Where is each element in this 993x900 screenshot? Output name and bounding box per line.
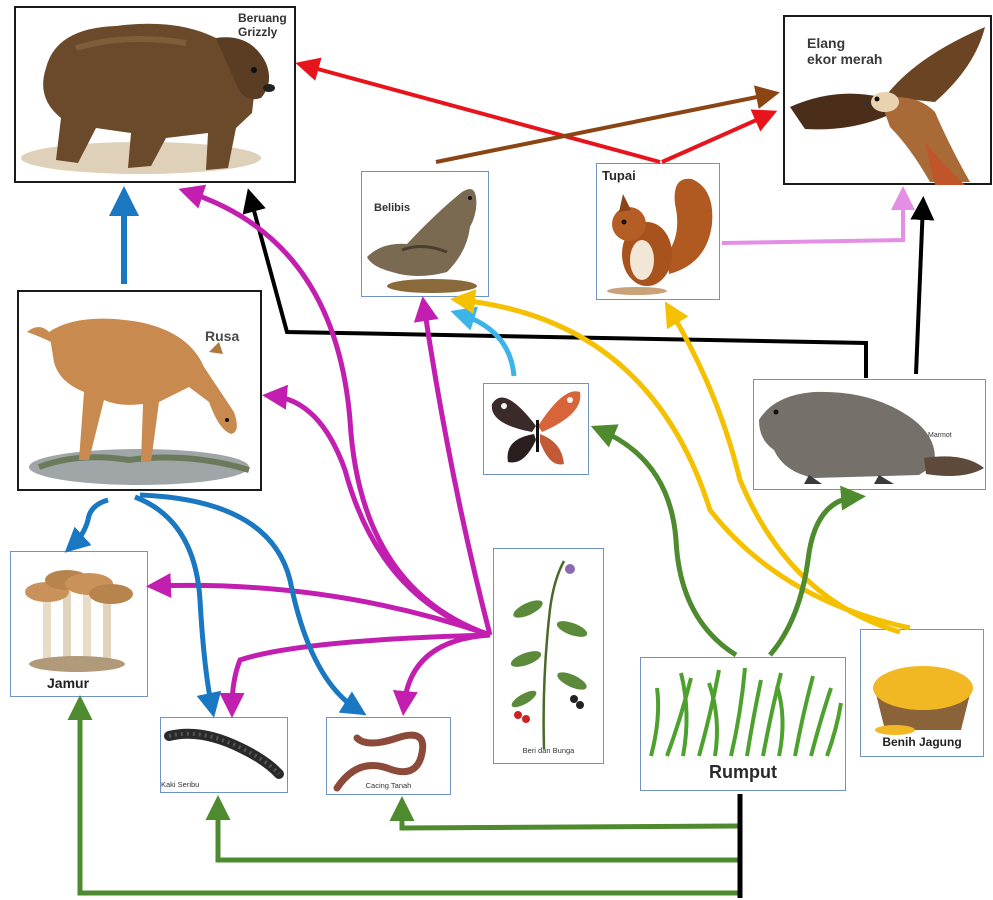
grouse-card: Belibis [361,171,489,297]
millipede-card: Kaki Seribu [160,717,288,793]
arrow-grass-to-marmot [768,485,866,657]
millipede-label: Kaki Seribu [161,780,200,789]
arrow-grass-to-butterfly [590,424,738,658]
grouse-label: Belibis [374,202,411,214]
corn-illustration [873,666,973,735]
arrow-marmot-to-hawk [910,196,935,375]
mushroom-card: Jamur [10,551,148,697]
arrow-berries-to-deer [262,384,491,638]
squirrel-label: Tupai [602,168,636,183]
arrow-berries-to-mushroom [146,572,491,638]
butterfly-card [483,383,589,475]
marmot-label: Marmot [928,432,952,439]
mushroom-label: Jamur [47,675,90,691]
arrow-squirrel-to-hawk [661,109,778,164]
earthworm-label: Cacing Tanah [365,781,412,790]
deer-card: Rusa [17,290,262,491]
arrow-marmot-to-bear [242,188,868,378]
arrow-berries-to-grouse [413,296,493,636]
squirrel-card: Tupai [596,163,720,300]
grass-label: Rumput [709,762,777,782]
arrow-squirrel-to-bear [295,57,661,164]
grouse-illustration [367,188,477,293]
arrow-squirrel-to-hawk-violet [721,186,915,245]
corn-label: Benih Jagung [882,735,962,749]
marmot-illustration [759,391,984,484]
arrow-grass-to-millipede [205,795,738,863]
mushroom-illustration [25,570,133,672]
earthworm-card: Cacing Tanah [326,717,451,795]
bear-illustration [21,23,275,174]
arrow-deer-to-mushroom [64,497,109,553]
arrow-grouse-to-hawk [435,85,780,164]
arrow-berries-to-earthworm [392,632,491,716]
arrow-butterfly-to-grouse [450,306,517,377]
berries-label: Beri dan Bunga [522,746,575,755]
corn-card: Benih Jagung [860,629,984,757]
berries-card: Beri dan Bunga [493,548,604,764]
arrow-deer-to-earthworm [139,492,367,716]
marmot-card: Marmot [753,379,986,490]
grass-card: Rumput [640,657,846,791]
squirrel-illustration [607,178,713,295]
deer-label: Rusa [205,328,240,344]
butterfly-illustration [491,391,581,465]
hawk-illustration [790,27,985,185]
arrow-grass-to-earthworm [389,796,739,831]
berries-illustration [510,560,588,750]
arrow-berries-to-millipede [219,632,491,718]
deer-illustration [27,318,250,485]
